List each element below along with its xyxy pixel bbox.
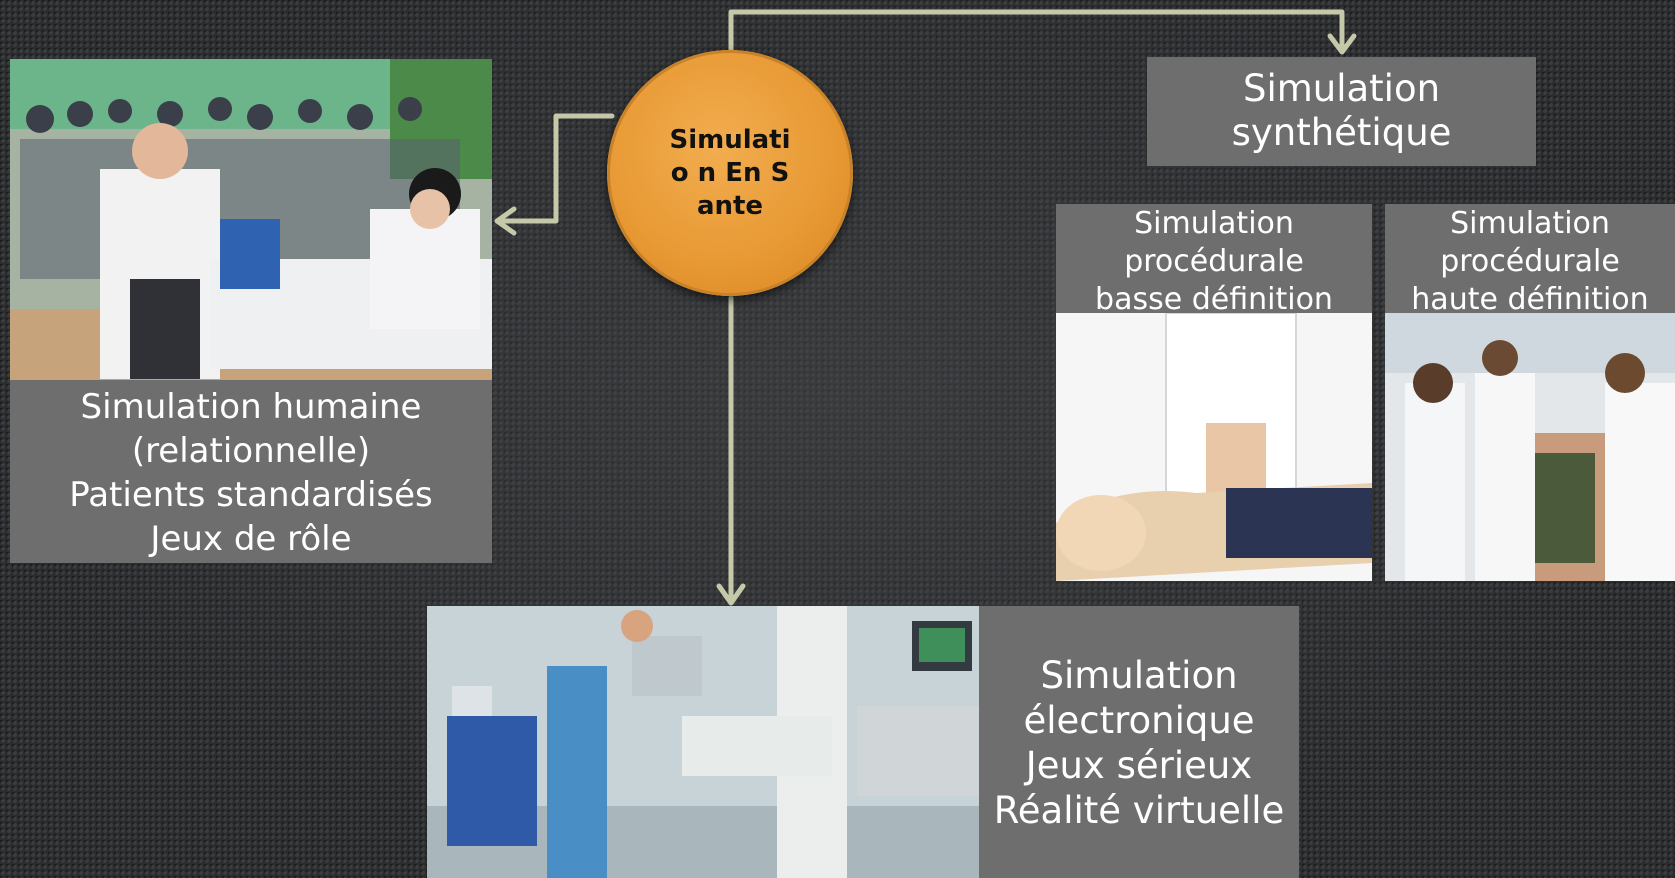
human-line-1: Simulation humaine (80, 387, 422, 427)
high-def-line-3: haute définition (1411, 282, 1649, 313)
low-def-line-3: basse définition (1095, 282, 1333, 313)
low-def-line-1: Simulation (1134, 206, 1294, 241)
electronic-line-2: électronique (1023, 699, 1255, 742)
center-line-4: Sante (696, 157, 790, 221)
virtual-reality-scene-image (427, 606, 979, 878)
connector-to-synthetic (728, 9, 1345, 55)
human-simulation-panel: Simulation humaine (relationnelle) Patie… (10, 380, 492, 563)
team-training-photo (1385, 313, 1675, 581)
high-def-line-2: procédurale (1440, 244, 1620, 279)
center-line-1: Simulatio (669, 124, 791, 188)
arrowhead-human (494, 206, 517, 236)
human-line-3: Patients standardisés (69, 475, 433, 515)
synthetic-line-1: Simulation (1242, 67, 1441, 110)
low-def-line-2: procédurale (1124, 244, 1304, 279)
synthetic-simulation-panel: Simulation synthétique (1147, 57, 1536, 166)
human-line-2: (relationnelle) (131, 431, 371, 471)
human-line-4: Jeux de rôle (150, 519, 352, 559)
arrowhead-electronic (716, 583, 746, 606)
center-line-3: En (725, 157, 762, 188)
center-node-simulation-en-sante: Simulatio n En Sante (607, 50, 853, 296)
low-definition-simulation-panel: Simulation procédurale basse définition (1056, 204, 1372, 313)
electronic-simulation-panel: Simulation électronique Jeux sérieux Réa… (979, 606, 1299, 878)
center-line-2: n (697, 157, 717, 188)
cpr-manikin-photo (1056, 313, 1372, 581)
arrowhead-synthetic (1327, 33, 1357, 55)
electronic-line-4: Réalité virtuelle (993, 789, 1285, 832)
high-definition-simulation-panel: Simulation procédurale haute définition (1385, 204, 1675, 313)
electronic-line-3: Jeux sérieux (1025, 744, 1253, 787)
high-def-line-1: Simulation (1450, 206, 1610, 241)
synthetic-line-2: synthétique (1231, 111, 1452, 154)
electronic-line-1: Simulation (1040, 654, 1238, 697)
human-simulation-photo (10, 59, 492, 380)
connector-to-human (495, 113, 615, 224)
